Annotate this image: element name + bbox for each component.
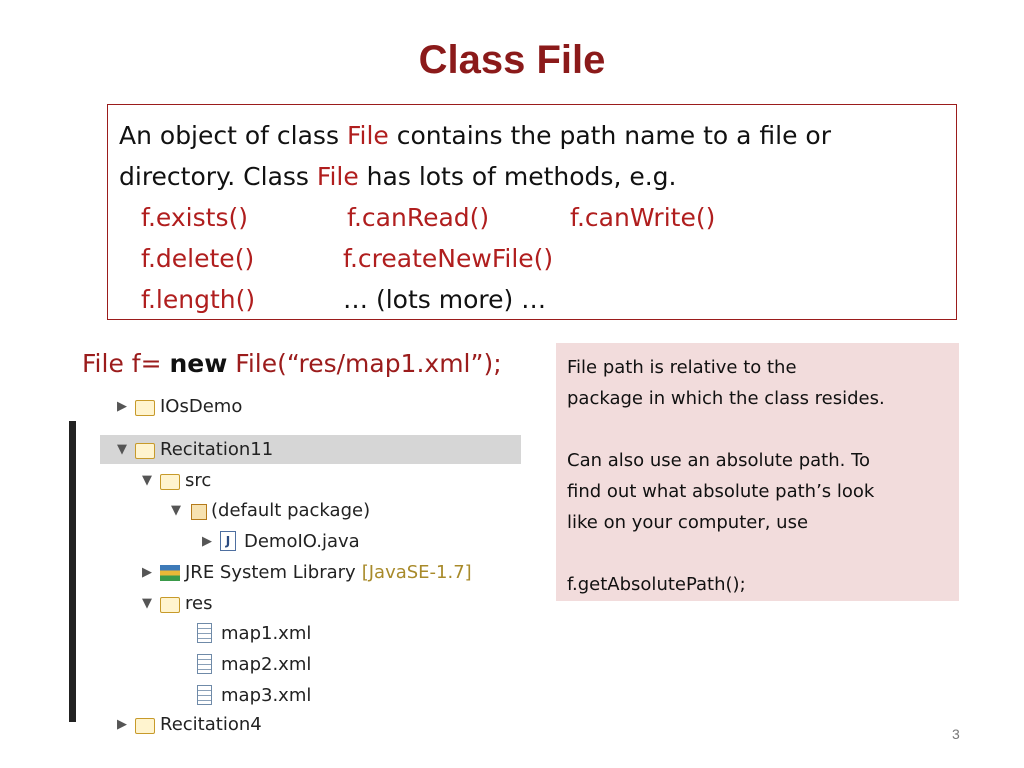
page-number: 3 — [952, 726, 960, 742]
xml-file-label: map2.xml — [221, 653, 312, 675]
chevron-right-icon[interactable]: ▶ — [117, 398, 127, 414]
project-label: Recitation11 — [160, 438, 274, 460]
note-line: Can also use an absolute path. To — [567, 450, 871, 471]
chevron-down-icon[interactable]: ▼ — [142, 472, 152, 488]
res-label: res — [185, 592, 213, 614]
tree-row-jre[interactable]: ▶ JRE System Library [JavaSE-1.7] — [142, 557, 472, 587]
code-line: File f= new File(“res/map1.xml”); — [82, 349, 502, 378]
tree-row-default-package[interactable]: ▼ (default package) — [171, 495, 370, 525]
tree-row-xml-file[interactable]: map2.xml — [193, 649, 311, 679]
methods-row-2: f.delete() f.createNewFile() — [119, 238, 946, 279]
project-explorer-tree: ▶ IOsDemo ▼ Recitation11 ▼ src ▼ (defaul… — [69, 396, 521, 735]
java-file-icon: J — [220, 531, 236, 551]
project-folder-icon — [135, 442, 155, 459]
folder-icon — [160, 596, 180, 613]
methods-more: … (lots more) … — [343, 285, 547, 314]
note-box: File path is relative to the package in … — [556, 343, 959, 601]
java-file-label: DemoIO.java — [244, 530, 360, 552]
project-folder-icon — [135, 717, 155, 734]
selection-highlight — [100, 435, 521, 464]
xml-file-icon — [197, 623, 212, 643]
note-line — [567, 414, 949, 445]
tree-row-src[interactable]: ▼ src — [142, 465, 211, 495]
note-line: File path is relative to the — [567, 357, 797, 378]
tree-row-java-file[interactable]: ▶ J DemoIO.java — [202, 526, 360, 556]
project-folder-icon — [135, 399, 155, 416]
chevron-right-icon[interactable]: ▶ — [142, 564, 152, 580]
src-label: src — [185, 469, 212, 491]
note-line: find out what absolute path’s look — [567, 481, 875, 502]
tree-row-cut-top[interactable]: ▶ IOsDemo — [117, 395, 243, 417]
xml-file-label: map1.xml — [221, 622, 312, 644]
chevron-down-icon[interactable]: ▼ — [171, 502, 181, 518]
method-createnewfile: f.createNewFile() — [343, 244, 554, 273]
tree-row-res[interactable]: ▼ res — [142, 588, 212, 618]
description-line-1: An object of class File contains the pat… — [119, 121, 832, 150]
method-length: f.length() — [141, 285, 256, 314]
note-line: f.getAbsolutePath(); — [567, 574, 746, 595]
xml-file-icon — [197, 685, 212, 705]
methods-row-3: f.length() … (lots more) … — [119, 279, 946, 320]
class-name-file: File — [316, 162, 359, 191]
xml-file-icon — [197, 654, 212, 674]
note-line: package in which the class resides. — [567, 388, 885, 409]
class-name-file: File — [346, 121, 389, 150]
method-delete: f.delete() — [141, 244, 255, 273]
tree-row-xml-file[interactable]: map3.xml — [193, 680, 311, 710]
slide-title: Class File — [418, 38, 606, 82]
tree-row-project[interactable]: ▼ Recitation11 — [117, 434, 273, 464]
library-icon — [160, 565, 180, 581]
note-line: like on your computer, use — [567, 512, 809, 533]
new-keyword: new — [169, 349, 228, 378]
jre-label: JRE System Library — [185, 561, 356, 583]
tree-row-cut-bottom[interactable]: ▶ Recitation4 — [117, 713, 262, 735]
chevron-right-icon[interactable]: ▶ — [202, 533, 212, 549]
tree-row-xml-file[interactable]: map1.xml — [193, 618, 311, 648]
chevron-right-icon[interactable]: ▶ — [117, 716, 127, 732]
note-line — [567, 538, 949, 569]
package-icon — [191, 503, 207, 520]
default-package-label: (default package) — [211, 499, 371, 521]
methods-row-1: f.exists() f.canRead() f.canWrite() — [119, 197, 946, 238]
source-folder-icon — [160, 473, 180, 490]
method-canwrite: f.canWrite() — [570, 203, 716, 232]
jre-version-tag: [JavaSE-1.7] — [361, 561, 472, 583]
method-canread: f.canRead() — [347, 203, 490, 232]
xml-file-label: map3.xml — [221, 684, 312, 706]
chevron-down-icon[interactable]: ▼ — [117, 441, 127, 457]
chevron-down-icon[interactable]: ▼ — [142, 595, 152, 611]
method-exists: f.exists() — [141, 203, 248, 232]
editor-edge — [69, 421, 76, 722]
description-box: An object of class File contains the pat… — [107, 104, 957, 320]
description-line-2: directory. Class File has lots of method… — [119, 162, 677, 191]
